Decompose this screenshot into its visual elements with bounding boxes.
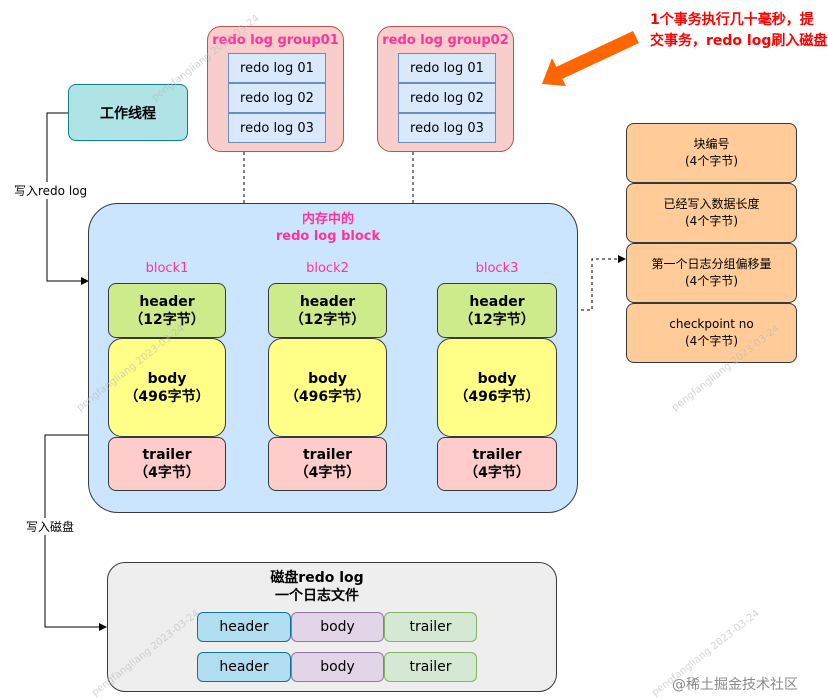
- disk-trailer-cell: trailer: [384, 652, 477, 682]
- edge-header-to-fields: [557, 255, 626, 311]
- disk-title-line-1: 磁盘redo log: [270, 570, 364, 586]
- trailer-size: （4字节）: [134, 465, 200, 481]
- note-line-2: 交事务，redo log刷入磁盘: [650, 33, 828, 49]
- header-size: （12字节）: [129, 311, 205, 328]
- trailer-size: （4字节）: [294, 465, 361, 481]
- memory-title: 内存中的 redo log block: [258, 211, 398, 245]
- header-field: 已经写入数据长度 (4个字节): [626, 183, 797, 243]
- redo-log-item: redo log 03: [228, 113, 326, 143]
- field-name: 第一个日志分组偏移量: [651, 257, 772, 271]
- memory-title-line-2: redo log block: [275, 229, 381, 244]
- group-title: redo log group01: [212, 33, 339, 48]
- redo-log-item: redo log 02: [228, 83, 326, 113]
- block-label: block3: [475, 261, 519, 276]
- field-name: 已经写入数据长度: [663, 197, 760, 211]
- note-text: 1个事务执行几十毫秒，提 交事务，redo log刷入磁盘: [650, 10, 827, 52]
- trailer-name: trailer: [302, 447, 353, 463]
- disk-title-line-2: 一个日志文件: [275, 588, 359, 604]
- field-name: checkpoint no: [669, 317, 754, 331]
- redo-log-group-02: redo log group02 redo log 01 redo log 02…: [377, 26, 514, 152]
- header-field: 块编号 (4个字节): [626, 123, 797, 183]
- disk-body-cell: body: [291, 652, 384, 682]
- redo-log-item: redo log 03: [398, 113, 496, 143]
- body-size: （496字节）: [124, 388, 210, 405]
- block-trailer: trailer （4字节）: [268, 437, 387, 491]
- header-name: header: [139, 293, 195, 310]
- header-field: 第一个日志分组偏移量 (4个字节): [626, 243, 797, 303]
- header-name: header: [299, 293, 356, 310]
- field-size: (4个字节): [685, 274, 738, 288]
- block-body: body （496字节）: [108, 338, 226, 437]
- field-size: (4个字节): [685, 154, 738, 168]
- disk-title: 磁盘redo log 一个日志文件: [217, 569, 417, 605]
- redo-log-item: redo log 02: [398, 83, 496, 113]
- site-watermark: @稀土掘金技术社区: [672, 677, 798, 693]
- memory-title-line-1: 内存中的: [301, 212, 354, 227]
- redo-log-item: redo log 01: [228, 53, 326, 83]
- redo-log-group-01: redo log group01 redo log 01 redo log 02…: [207, 26, 344, 152]
- redo-log-item: redo log 01: [398, 53, 496, 83]
- edge-label-write-disk: 写入磁盘: [26, 518, 75, 535]
- trailer-size: （4字节）: [464, 465, 530, 481]
- block-header: header （12字节）: [437, 283, 557, 338]
- block-body: body （496字节）: [437, 338, 557, 437]
- worker-thread: 工作线程: [68, 84, 188, 141]
- trailer-name: trailer: [142, 447, 192, 463]
- header-size: （12字节）: [289, 311, 366, 328]
- block-trailer: trailer （4字节）: [108, 437, 226, 491]
- edge-label-write-redo-log: 写入redo log: [14, 182, 88, 199]
- block-label: block2: [306, 261, 349, 276]
- field-size: (4个字节): [685, 214, 738, 228]
- block-header: header （12字节）: [108, 283, 226, 338]
- body-size: （496字节）: [454, 388, 540, 405]
- trailer-name: trailer: [472, 447, 522, 463]
- disk-body-cell: body: [291, 612, 384, 642]
- block-label: block1: [145, 261, 189, 276]
- group-title: redo log group02: [382, 33, 509, 48]
- body-name: body: [308, 370, 347, 387]
- field-size: (4个字节): [685, 334, 738, 348]
- body-size: （496字节）: [284, 388, 371, 405]
- block-body: body （496字节）: [268, 338, 387, 437]
- field-name: 块编号: [693, 137, 730, 151]
- disk-header-cell: header: [197, 652, 291, 682]
- block-header: header （12字节）: [268, 283, 387, 338]
- body-name: body: [477, 370, 517, 387]
- block-trailer: trailer （4字节）: [437, 437, 557, 491]
- disk-trailer-cell: trailer: [384, 612, 477, 642]
- header-size: （12字节）: [459, 311, 535, 328]
- header-name: header: [469, 293, 525, 310]
- header-field: checkpoint no (4个字节): [626, 303, 797, 363]
- body-name: body: [147, 370, 187, 387]
- orange-arrow-icon: [542, 31, 639, 86]
- disk-header-cell: header: [197, 612, 291, 642]
- note-line-1: 1个事务执行几十毫秒，提: [650, 12, 814, 28]
